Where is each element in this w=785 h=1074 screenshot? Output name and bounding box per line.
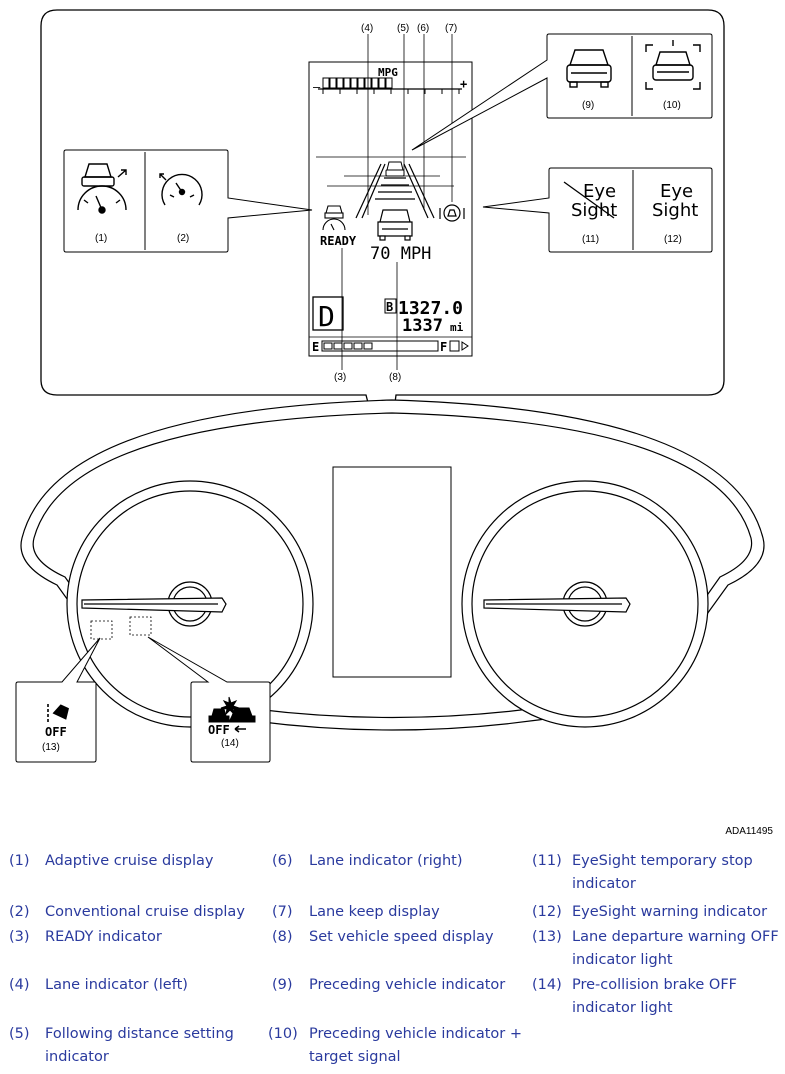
trip-label: B [386, 300, 393, 314]
following-distance-bars [375, 177, 415, 200]
set-vehicle-speed: 70 MPH [370, 244, 431, 264]
callout-14: (14) [221, 738, 239, 749]
eyesight-warning-icon: Eye Sight [652, 181, 698, 221]
pre-collision-brake-position [129, 616, 152, 636]
preceding-vehicle-box [411, 33, 713, 151]
legend-item: (13)Lane departure warning OFF indicator… [532, 929, 779, 968]
preceding-vehicle-large-icon [566, 49, 612, 88]
mpg-minus: – [313, 80, 321, 94]
callout-7: (7) [445, 23, 457, 34]
conventional-cruise-icon [159, 173, 203, 206]
figure-id: ADA11495 [725, 826, 773, 837]
lane-departure-off-label: OFF [45, 725, 67, 739]
pre-collision-brake-off-icon [208, 696, 256, 733]
callout-12: (12) [664, 234, 682, 245]
eyesight-box: Eye Sight Eye Sight [482, 167, 713, 253]
legend-item: (14)Pre-collision brake OFF indicator li… [532, 977, 738, 1016]
callout-3: (3) [334, 372, 346, 383]
callout-2: (2) [177, 233, 189, 244]
preceding-vehicle-icon [385, 161, 405, 177]
svg-text:Sight: Sight [571, 200, 617, 221]
lane-keep-display-icon [439, 204, 465, 222]
callout-5: (5) [397, 23, 409, 34]
odometer: 1337 [402, 316, 443, 336]
preceding-vehicle-target-icon [645, 40, 701, 90]
callout-6: (6) [417, 23, 429, 34]
callout-13: (13) [42, 742, 60, 753]
cruise-display-box [63, 149, 313, 253]
svg-text:Eye: Eye [660, 181, 693, 202]
adaptive-cruise-icon [77, 163, 127, 214]
callout-10: (10) [663, 100, 681, 111]
lane-departure-warning-off-icon [47, 704, 69, 724]
svg-text:Sight: Sight [652, 200, 698, 221]
callout-9: (9) [582, 100, 594, 111]
lane-departure-warning-position [90, 620, 113, 640]
mpg-gauge: – MPG + [313, 66, 467, 94]
legend-item: (5)Following distance setting indicator [9, 1026, 234, 1065]
own-vehicle-icon [377, 209, 413, 241]
lane-indicator-left [355, 163, 386, 219]
gear-indicator: D [318, 300, 335, 333]
pre-collision-off-box: OFF [147, 636, 271, 763]
legend-item: (11)EyeSight temporary stop indicator [532, 853, 753, 892]
center-display-outline [332, 466, 452, 678]
odometer-unit: mi [450, 321, 464, 334]
ready-indicator: READY [320, 234, 357, 248]
pre-collision-off-label: OFF [208, 723, 230, 737]
mpg-plus: + [460, 77, 467, 91]
svg-text:Eye: Eye [583, 181, 616, 202]
legend: (1)Adaptive cruise display (2)Convention… [0, 848, 785, 1074]
instrument-cluster-diagram: – MPG + [15, 9, 765, 763]
multi-function-display: – MPG + [308, 61, 473, 357]
lane-departure-off-box: OFF [15, 637, 101, 763]
mpg-label: MPG [378, 66, 398, 79]
eco-label: E [312, 340, 319, 354]
adaptive-cruise-small-icon [322, 205, 346, 231]
callout-1: (1) [95, 233, 107, 244]
legend-item: (10)Preceding vehicle indicator + target… [268, 1026, 523, 1065]
callout-11: (11) [582, 234, 599, 245]
right-gauge [461, 480, 709, 728]
callout-8: (8) [389, 372, 401, 383]
fuel-label: F [440, 340, 447, 354]
left-gauge [66, 480, 314, 728]
trip-meter: 1327.0 [398, 298, 463, 319]
callout-4: (4) [361, 23, 373, 34]
display-callouts [341, 34, 453, 370]
eyesight-temporary-stop-icon: Eye Sight [563, 181, 617, 221]
